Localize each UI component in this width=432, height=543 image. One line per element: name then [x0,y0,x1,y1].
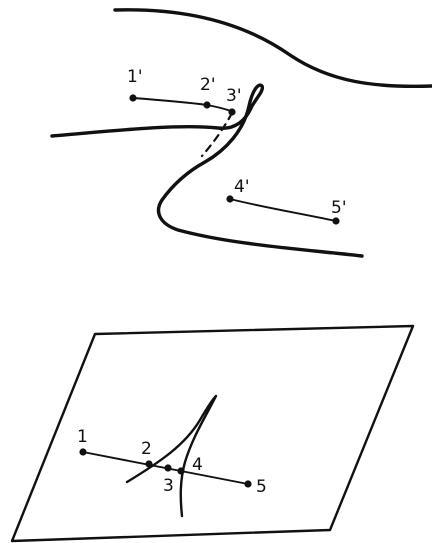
point-2-prime [203,101,211,109]
point-5 [244,480,252,488]
label-5: 5 [256,477,267,497]
path-line-4-to-5-prime [229,198,337,222]
label-1-prime: 1' [127,67,143,87]
label-5-prime: 5' [331,198,347,218]
point-2 [145,460,153,468]
label-2-prime: 2' [200,75,216,95]
hidden-path-segment [200,111,234,158]
lower-projection-plane: 1 2 3 4 5 [10,324,415,543]
path-line-1-to-2-prime [132,97,232,112]
label-1: 1 [77,427,88,447]
label-4: 4 [192,455,203,475]
upper-folded-surface: 1' 2' 3' 4' 5' [50,8,432,258]
point-4-prime [226,195,234,203]
label-2: 2 [141,439,152,459]
label-3: 3 [163,476,174,496]
label-3-prime: 3' [226,86,242,106]
point-3-prime [228,108,236,116]
point-1 [79,448,87,456]
plane-outline [10,324,415,543]
upper-boundary-curve [113,8,432,89]
point-5-prime [332,217,340,225]
point-3 [164,464,172,472]
fold-surface-curve [50,83,364,258]
point-4 [177,467,185,475]
point-1-prime [129,94,137,102]
label-4-prime: 4' [234,177,250,197]
